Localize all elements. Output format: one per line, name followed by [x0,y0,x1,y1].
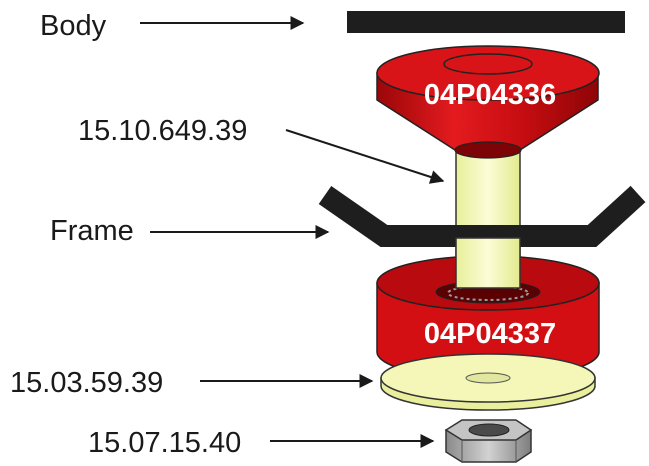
arrow-bushing-spacer [285,129,445,184]
lower-cushion-part-number: 04P04337 [424,318,556,350]
bushing-spacer-lower [455,237,521,289]
hex-nut [444,419,533,463]
body-plate [347,11,625,33]
upper-cushion-part-number: 04P04336 [424,79,556,111]
label-nut: 15.07.15.40 [88,427,241,459]
washer [380,353,596,411]
label-washer: 15.03.59.39 [10,367,163,399]
label-frame: Frame [50,215,134,247]
upper-cushion: 04P04336 [376,45,600,159]
label-body: Body [40,10,107,42]
frame-bracket [318,185,646,247]
label-bushing-spacer: 15.10.649.39 [78,115,247,147]
